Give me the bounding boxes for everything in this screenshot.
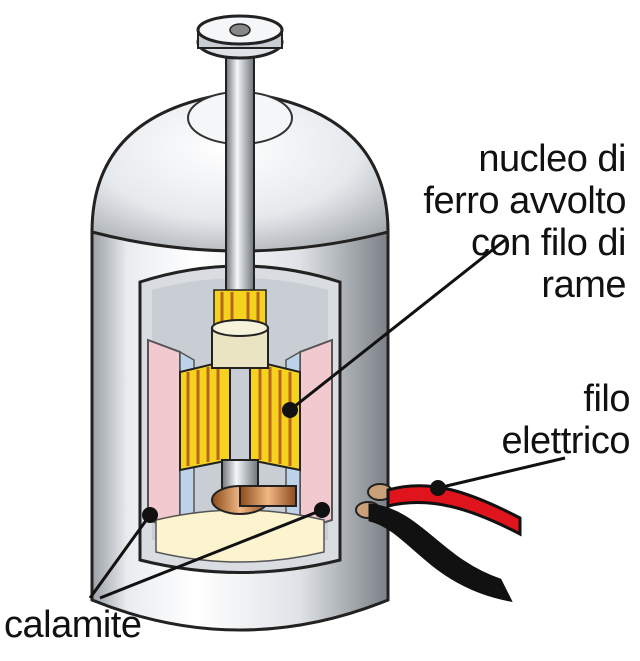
leader-wire bbox=[437, 456, 566, 490]
leader-magnet-right bbox=[99, 508, 323, 600]
label-wire-line-2: elettrico bbox=[501, 420, 630, 462]
label-core-line-1: nucleo di bbox=[478, 138, 626, 180]
magnet-left bbox=[147, 338, 181, 532]
label-magnets: calamite bbox=[4, 604, 142, 646]
leader-core bbox=[289, 238, 506, 412]
wire-black bbox=[368, 503, 513, 603]
label-core-line-4: rame bbox=[541, 264, 626, 306]
label-wire-line-1: filo bbox=[583, 378, 630, 420]
label-wire: filo elettrico bbox=[470, 378, 630, 462]
label-core-line-2: ferro avvolto bbox=[423, 180, 626, 222]
wire-red bbox=[386, 484, 522, 537]
leader-magnet-left bbox=[88, 514, 152, 599]
label-core-line-3: con filo di bbox=[470, 222, 627, 264]
label-core: nucleo di ferro avvolto con filo di rame bbox=[366, 138, 626, 306]
magnet-right bbox=[299, 338, 333, 532]
